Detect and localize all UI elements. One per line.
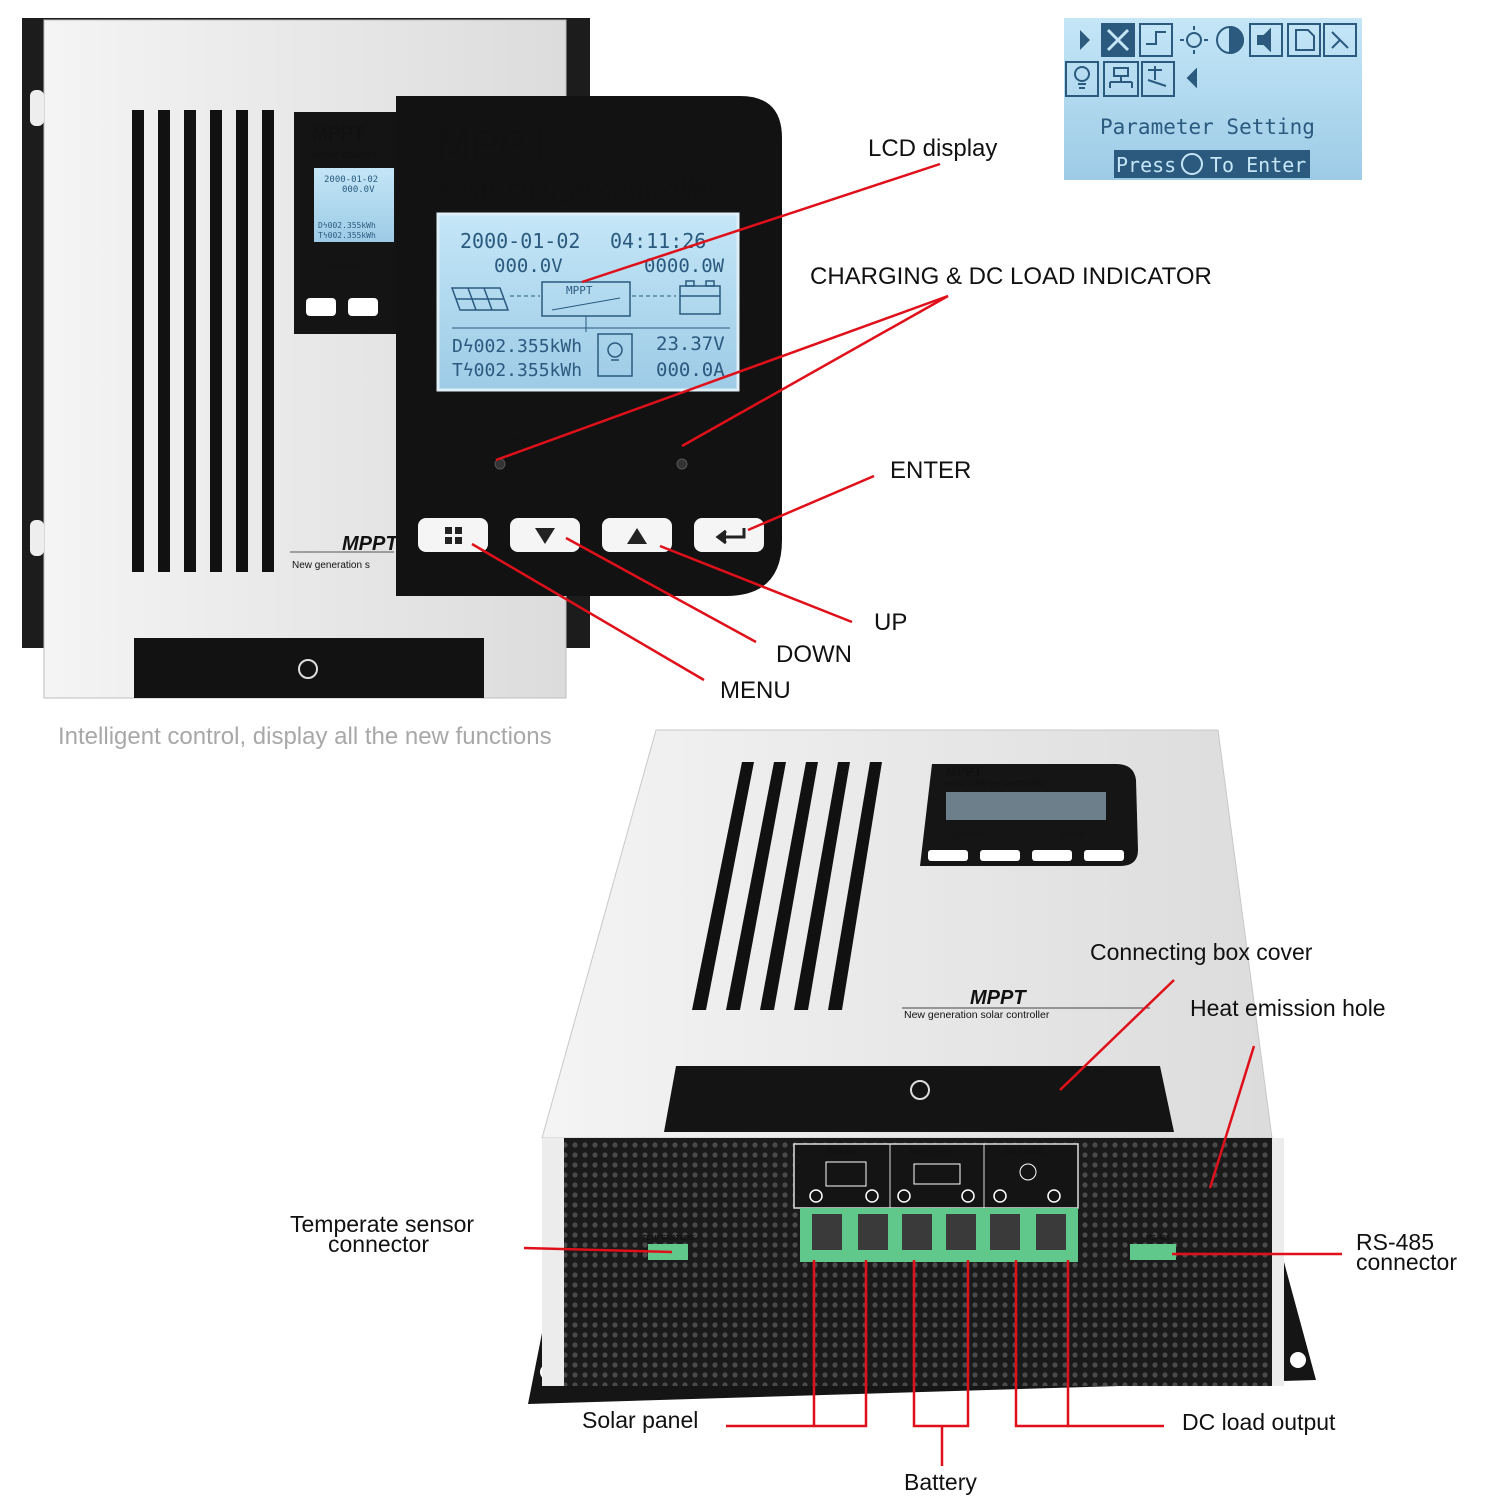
back-lcd-daily: Dϟ002.355kWh xyxy=(318,221,376,230)
callout-temp-sensor-line2: connector xyxy=(328,1231,429,1257)
grid-icon xyxy=(445,527,462,544)
solar-panel-icon xyxy=(825,1161,867,1187)
return-arrow-icon xyxy=(715,528,746,545)
bulb-icon xyxy=(1019,1163,1037,1181)
terminal-block xyxy=(800,1208,1078,1262)
lcd-battery-voltage: 23.37V xyxy=(656,333,725,355)
panel-brand: MPPT xyxy=(436,120,553,167)
callout-indicator: CHARGING & DC LOAD INDICATOR xyxy=(810,263,1212,290)
network-icon xyxy=(1103,61,1139,97)
callout-battery: Battery xyxy=(904,1469,977,1495)
bulb-icon xyxy=(1065,61,1099,97)
lcd-time: 04:11:26 xyxy=(610,229,706,253)
back-side-tagline: New generation s xyxy=(292,560,370,571)
top-callouts xyxy=(471,162,949,682)
enter-circle-icon xyxy=(1181,153,1203,175)
speaker-icon xyxy=(1249,23,1283,57)
main-lcd: 2000-01-02 04:11:26 000.0V 0000.0W MPPT xyxy=(436,212,740,392)
back-charging-label: CHARGING xyxy=(328,264,361,270)
bottom-controller: MPPT solar charge controller CHARGING DC… xyxy=(528,729,1316,1404)
callout-dc-load-output: DC load output xyxy=(1182,1409,1336,1435)
lcd-total-energy: Tϟ002.355kWh xyxy=(452,360,582,381)
callout-rs485-line2: connector xyxy=(1356,1249,1457,1275)
battery-icon xyxy=(913,1163,961,1185)
bottom-callouts xyxy=(523,979,1342,1466)
callout-lcd-display: LCD display xyxy=(868,135,997,162)
panel-subtitle: solar charge controller xyxy=(436,174,720,204)
mini-charging: CHARGING xyxy=(958,832,985,838)
terminal-dcload-label: DC LOAD xyxy=(1004,1146,1045,1156)
menu-button[interactable] xyxy=(418,518,488,552)
lcd-lamp-icon xyxy=(597,333,633,377)
lcd-power: 0000.0W xyxy=(644,255,725,277)
mount-hole-icon xyxy=(1290,1352,1306,1368)
mini-subtitle: solar charge controller xyxy=(944,778,1048,789)
terminal-battery-label: BATTERY xyxy=(910,1146,952,1156)
lcd-load-current: 000.0A xyxy=(656,359,725,381)
enter-button[interactable] xyxy=(694,518,764,552)
page-icon xyxy=(1287,23,1321,57)
vent-slots xyxy=(132,110,274,572)
rs485-connector xyxy=(1130,1244,1176,1260)
relay-icon xyxy=(1139,23,1173,57)
bottom-vent-slots xyxy=(692,762,882,1010)
mini-dcload: DC LOAD xyxy=(1062,832,1085,838)
play-arrow-icon xyxy=(1080,30,1090,50)
up-button[interactable] xyxy=(602,518,672,552)
screw-icon xyxy=(298,659,318,679)
callout-up: UP xyxy=(874,609,907,636)
callout-enter: ENTER xyxy=(890,457,971,484)
triangle-down-icon xyxy=(535,528,555,544)
lcd-solar-panel-icon xyxy=(450,287,510,311)
callout-down: DOWN xyxy=(776,641,852,668)
rs485-label: RS-485 xyxy=(1146,1235,1170,1242)
callout-temp-sensor-line1: Temperate sensor xyxy=(290,1211,474,1237)
tools-icon xyxy=(1101,23,1135,57)
caption: Intelligent control, display all the new… xyxy=(58,723,552,750)
front-control-panel: MPPT solar charge controller 2000-01-02 … xyxy=(396,96,782,596)
back-brand: MPPT xyxy=(312,124,365,145)
down-button[interactable] xyxy=(510,518,580,552)
inset-lcd-menu: Parameter Setting Press To Enter xyxy=(1064,18,1362,180)
lcd-daily-energy: Dϟ002.355kWh xyxy=(452,336,582,357)
bottom-side-tagline: New generation solar controller xyxy=(904,1009,1050,1021)
inset-hint: Press xyxy=(1116,153,1176,177)
back-lcd-total: Tϟ002.355kWh xyxy=(318,231,376,240)
screw-icon xyxy=(910,1080,930,1100)
lcd-date: 2000-01-02 xyxy=(460,229,580,253)
sun-icon xyxy=(1186,32,1202,48)
lcd-battery-icon xyxy=(679,280,721,315)
back-lcd-date: 2000-01-02 xyxy=(324,175,378,185)
back-lcd-voltage: 000.0V xyxy=(342,185,375,195)
callout-heat-emission-hole: Heat emission hole xyxy=(1190,995,1386,1021)
temperature-label: TEMPERATURE xyxy=(642,1235,695,1242)
callout-connecting-box-cover: Connecting box cover xyxy=(1090,939,1313,965)
lcd-center-label: MPPT xyxy=(566,284,593,297)
close-page-icon xyxy=(1323,23,1357,57)
triangle-up-icon xyxy=(627,528,647,544)
back-arrow-icon xyxy=(1186,67,1197,89)
inset-hint-end: To Enter xyxy=(1210,153,1306,177)
terminal-solar-label: SOLAR xyxy=(826,1146,858,1156)
back-side-brand: MPPT xyxy=(342,533,399,555)
dcload-led xyxy=(676,458,688,470)
bottom-side-brand: MPPT xyxy=(970,987,1027,1009)
charging-indicator-label: CHARGING xyxy=(466,434,536,449)
back-subtitle: solar charge xyxy=(312,149,377,161)
callout-menu: MENU xyxy=(720,677,791,704)
language-icon xyxy=(1141,61,1175,97)
callout-rs485-line1: RS-485 xyxy=(1356,1229,1434,1255)
mini-brand: MPPT xyxy=(946,764,982,779)
callout-solar-panel: Solar panel xyxy=(582,1407,698,1433)
lcd-pv-voltage: 000.0V xyxy=(494,255,563,277)
polarity-marks xyxy=(809,1189,1061,1203)
inset-title: Parameter Setting xyxy=(1100,115,1315,139)
terminal-screws xyxy=(812,1214,1066,1250)
